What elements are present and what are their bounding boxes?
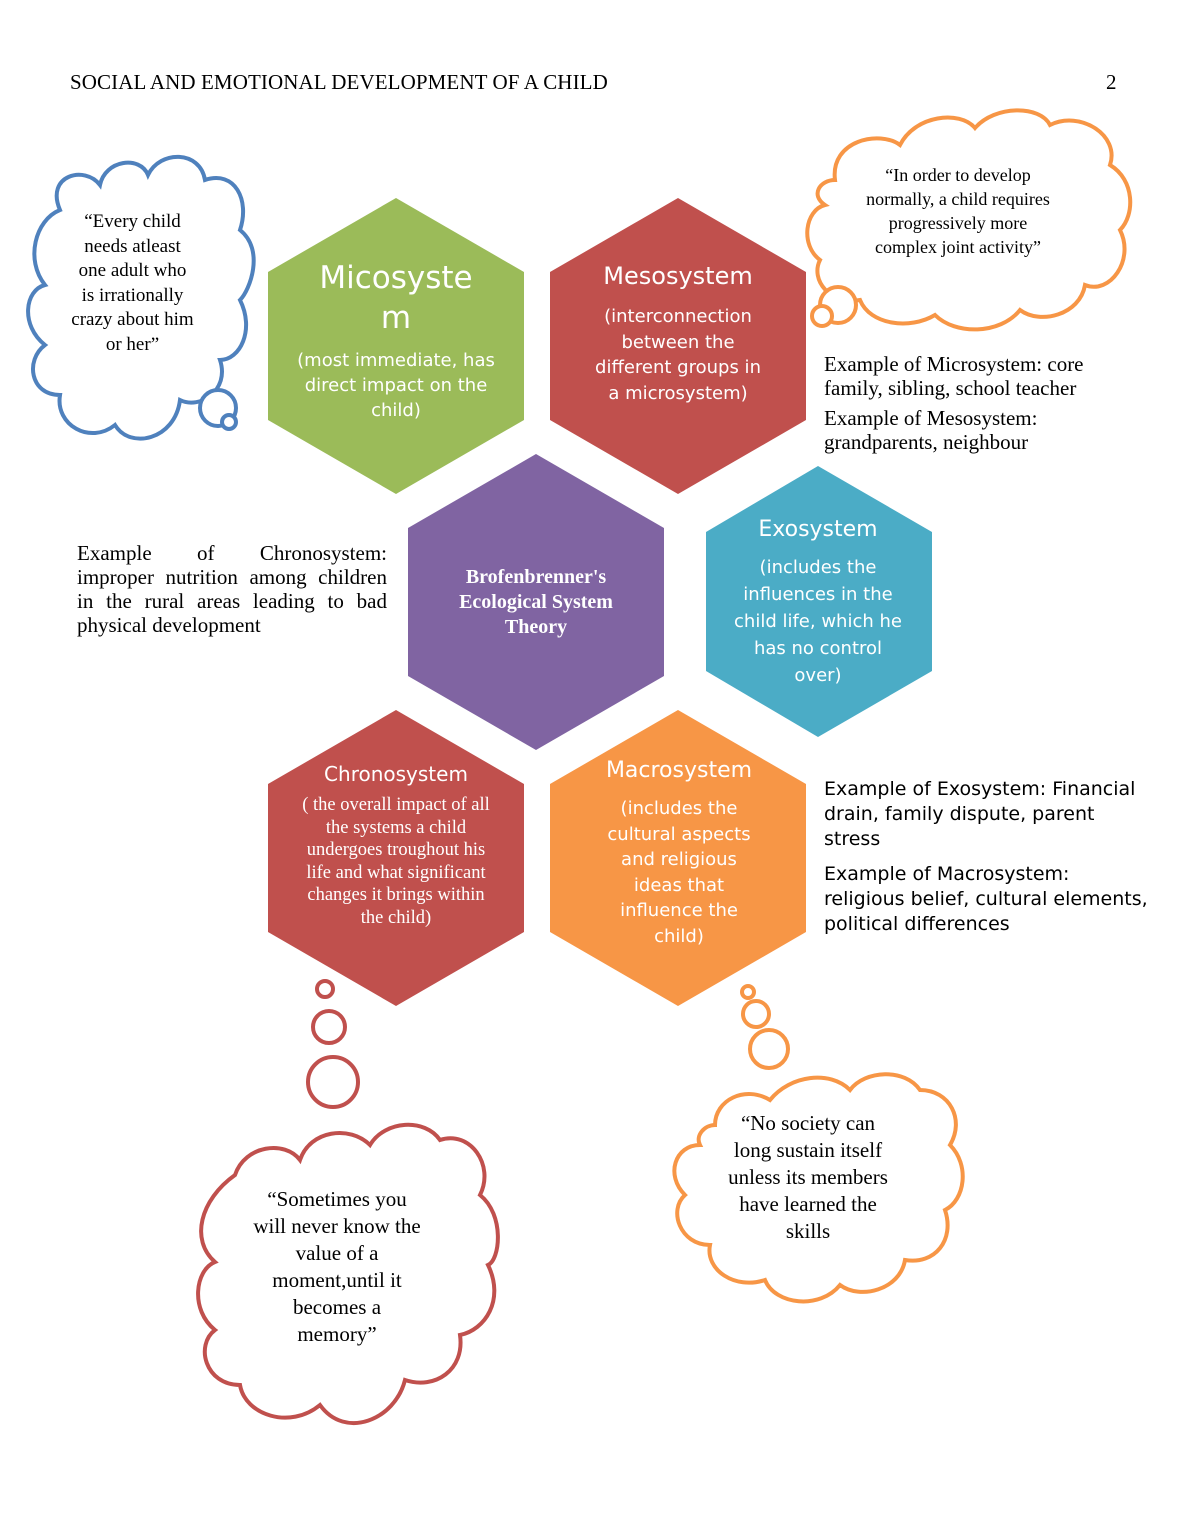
thought-bubbles-bottom-left xyxy=(306,979,360,1109)
hexagon-microsystem xyxy=(268,198,524,494)
hexagon-exosystem-content: Exosystem (includes the influences in th… xyxy=(734,514,902,689)
microsystem-description: (most immediate, has direct impact on th… xyxy=(297,350,495,421)
example-chronosystem: Example of Chronosystem: improper nutrit… xyxy=(77,541,387,637)
running-header-title: SOCIAL AND EMOTIONAL DEVELOPMENT OF A CH… xyxy=(70,70,608,94)
microsystem-title-line2: m xyxy=(380,300,412,336)
hexagon-mesosystem-content: Mesosystem (interconnection between the … xyxy=(588,260,768,406)
cloud-top-left xyxy=(26,154,256,441)
examples-bottom-right: Example of Exosystem: Financial drain, f… xyxy=(824,777,1154,943)
hexagon-macrosystem-content: Macrosystem (includes the cultural aspec… xyxy=(596,756,762,949)
example-microsystem: Example of Microsystem: core family, sib… xyxy=(824,352,1084,400)
quote-bottom-left: “Sometimes you will never know the value… xyxy=(253,1187,421,1346)
cloud-bottom-left xyxy=(196,1122,500,1425)
mesosystem-title: Mesosystem xyxy=(603,262,753,290)
microsystem-title-line1: Micosyste xyxy=(319,260,473,296)
macrosystem-title: Macrosystem xyxy=(605,758,753,783)
quote-top-left: “Every child needs atleast one adult who… xyxy=(71,211,194,355)
exosystem-title: Exosystem xyxy=(758,517,878,542)
hexagon-microsystem-content: Micosyste m (most immediate, has direct … xyxy=(288,258,504,423)
exosystem-description: (includes the influences in the child li… xyxy=(734,557,902,686)
center-title: Brofenbrenner's Ecological System Theory xyxy=(459,566,613,638)
example-mesosystem: Example of Mesosystem: grandparents, nei… xyxy=(824,406,1038,454)
chronosystem-title: Chronosystem xyxy=(324,762,468,786)
cloud-top-right xyxy=(805,108,1133,332)
mesosystem-description: (interconnection between the different g… xyxy=(595,306,761,404)
hexagon-center xyxy=(408,454,664,750)
macrosystem-description: (includes the cultural aspects and relig… xyxy=(607,798,751,947)
page-number: 2 xyxy=(1106,70,1117,94)
hexagon-macrosystem xyxy=(550,710,806,1006)
quote-top-right: “In order to develop normally, a child r… xyxy=(866,165,1050,257)
examples-top-right: Example of Microsystem: core family, sib… xyxy=(824,352,1124,460)
quote-bottom-right: “No society can long sustain itself unle… xyxy=(728,1111,888,1243)
example-macrosystem: Example of Macrosystem: religious belief… xyxy=(824,863,1148,935)
hexagon-mesosystem xyxy=(550,198,806,494)
example-exosystem: Example of Exosystem: Financial drain, f… xyxy=(824,778,1136,850)
hexagon-chronosystem xyxy=(268,710,524,1006)
cloud-bottom-right xyxy=(672,1072,965,1304)
thought-bubbles-bottom-right xyxy=(740,984,790,1070)
hexagon-exosystem xyxy=(706,466,932,737)
hexagon-chronosystem-content: Chronosystem ( the overall impact of all… xyxy=(298,760,494,929)
chronosystem-description: ( the overall impact of all the systems … xyxy=(302,795,490,928)
